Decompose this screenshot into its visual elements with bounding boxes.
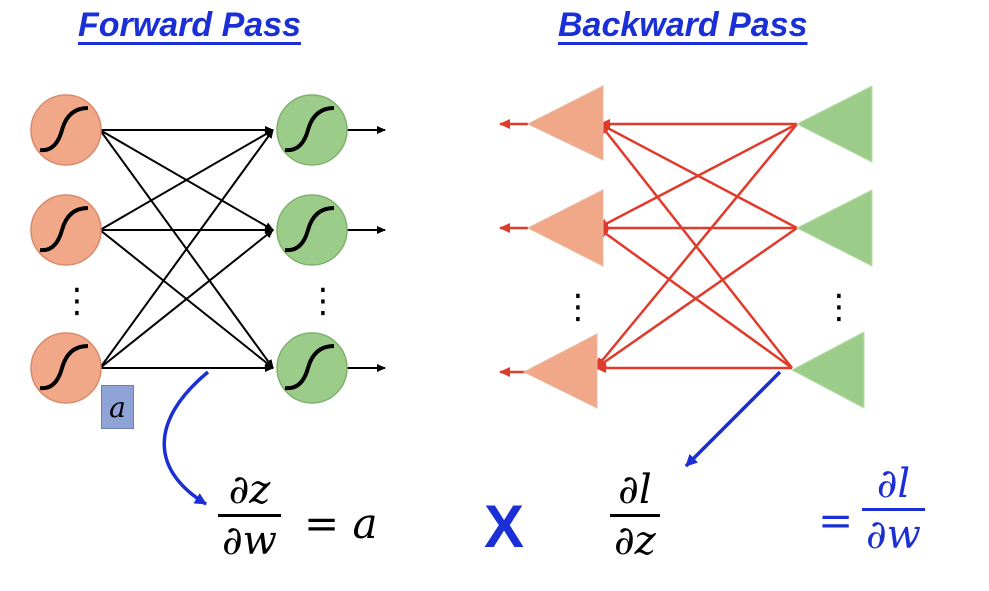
output-node [276, 94, 348, 166]
dl-dw-denominator: ∂w [866, 512, 921, 558]
sigmoid-curve-icon [39, 106, 89, 153]
forward-output-ellipsis: ⋮ [306, 281, 340, 321]
fraction-bar [610, 514, 660, 517]
backward-output-arrows [499, 119, 528, 377]
forward-pass-title: Forward Pass [78, 6, 301, 44]
equals-a: = a [304, 499, 378, 548]
sigmoid-curve-icon [39, 344, 89, 391]
backward-left-triangle [522, 333, 598, 409]
forward-input-ellipsis: ⋮ [60, 281, 94, 321]
backward-left-triangles [522, 85, 604, 409]
backward-left-triangle [526, 189, 604, 267]
input-node [30, 194, 102, 266]
dl-dz-fraction: ∂l ∂z [610, 468, 660, 563]
forward-edge [99, 229, 274, 369]
backward-edges [595, 119, 798, 373]
forward-edge [99, 129, 274, 231]
backward-edge [597, 226, 793, 370]
activation-label: a [101, 385, 134, 429]
multiply-sign: X [484, 493, 525, 560]
dl-dw-numerator: ∂l [876, 461, 911, 507]
activation-annotation-arrow [162, 370, 210, 506]
backward-right-triangle [790, 331, 865, 409]
output-node [276, 332, 348, 404]
backward-right-triangle [795, 189, 873, 267]
gradient-annotation-arrow [684, 370, 782, 468]
forward-edges [99, 126, 274, 372]
backward-edge [599, 123, 793, 369]
forward-output-nodes [276, 94, 348, 404]
input-node [30, 332, 102, 404]
equals-sign: = [818, 496, 854, 545]
dz-dw-denominator: ∂w [222, 518, 277, 564]
forward-output-arrows [345, 126, 386, 372]
sigmoid-curve-icon [284, 206, 335, 253]
output-node [276, 194, 348, 266]
sigmoid-curve-icon [39, 206, 89, 253]
sigmoid-curve-icon [284, 344, 335, 391]
fraction-bar [862, 508, 925, 511]
input-node [30, 94, 102, 166]
sigmoid-curve-icon [284, 106, 335, 153]
backward-edge [599, 122, 798, 230]
backward-pass-title: Backward Pass [558, 6, 808, 44]
backward-right-ellipsis: ⋮ [822, 287, 856, 327]
forward-input-nodes [30, 94, 102, 404]
backward-right-triangle [795, 85, 873, 163]
dz-dw-fraction: ∂z ∂w [218, 468, 281, 563]
dl-dz-denominator: ∂z [614, 518, 656, 564]
dl-dz-numerator: ∂l [618, 467, 652, 513]
backward-left-triangle [526, 85, 604, 161]
dl-dw-fraction: ∂l ∂w [862, 462, 925, 557]
forward-edge [99, 129, 274, 369]
backward-right-triangles [790, 85, 873, 409]
dz-dw-numerator: ∂z [228, 467, 271, 513]
fraction-bar [218, 514, 281, 517]
backward-left-ellipsis: ⋮ [561, 287, 595, 327]
